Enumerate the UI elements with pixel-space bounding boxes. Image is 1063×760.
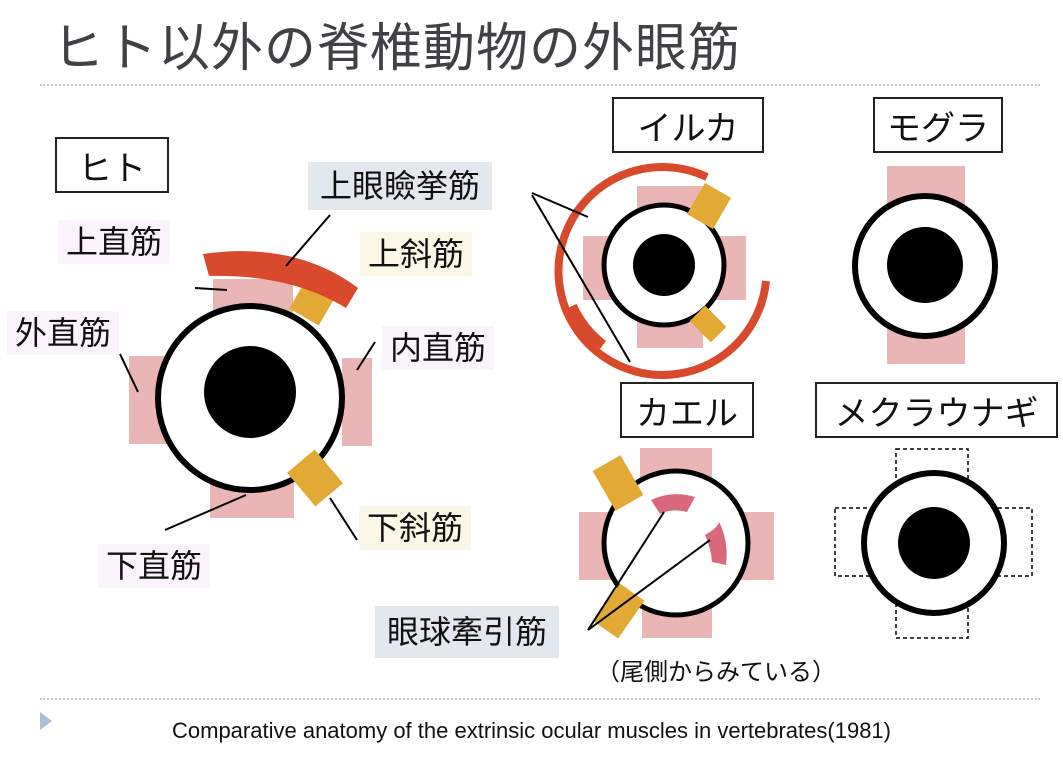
label-superior-oblique: 上斜筋 <box>360 232 473 276</box>
label-medial-rectus: 内直筋 <box>382 326 495 370</box>
panel-label-hagfish: メクラウナギ <box>815 382 1058 438</box>
label-inferior-oblique: 下斜筋 <box>359 506 472 550</box>
label-levator: 上眼瞼挙筋 <box>308 162 493 210</box>
dolphin-eye-figure <box>531 163 770 379</box>
mole-pupil <box>887 227 963 303</box>
frog-leader-lines <box>587 511 711 631</box>
hagfish-eye-figure <box>834 448 1033 639</box>
dolphin-leader-lines <box>531 192 631 363</box>
dolphin-inferior-oblique-muscle <box>689 305 727 343</box>
panel-label-dolphin: イルカ <box>612 97 764 153</box>
mole-eye-figure <box>852 166 998 364</box>
panel-label-human: ヒト <box>55 137 169 193</box>
frog-eye-figure <box>579 448 774 639</box>
dolphin-levator-muscle <box>554 163 770 379</box>
slide-title: ヒト以外の脊椎動物の外眼筋 <box>52 19 742 79</box>
source-caption: Comparative anatomy of the extrinsic ocu… <box>172 718 891 743</box>
panel-label-mole: モグラ <box>873 97 1003 153</box>
human-pupil <box>204 346 296 438</box>
human-inferior-oblique-muscle <box>287 449 343 507</box>
dolphin-superior-oblique-muscle <box>687 182 731 230</box>
human-eye-figure <box>119 214 376 541</box>
dolphin-levator-lower-muscle <box>567 303 607 349</box>
human-medial-rectus-muscle <box>342 358 372 446</box>
footer-divider <box>40 698 1040 700</box>
bullet-triangle-icon <box>40 712 52 730</box>
human-levator-muscle <box>203 251 358 308</box>
dolphin-pupil <box>633 234 695 296</box>
frog-eyeball <box>601 468 751 618</box>
label-inferior-rectus: 下直筋 <box>98 544 211 588</box>
human-leader-lines <box>119 214 376 541</box>
view-note: （尾側からみている） <box>596 658 836 686</box>
frog-superior-oblique-muscle <box>592 455 644 511</box>
label-superior-rectus: 上直筋 <box>58 220 171 264</box>
hagfish-pupil <box>898 507 970 579</box>
frog-retractor-right-muscle <box>705 520 727 565</box>
label-lateral-rectus: 外直筋 <box>7 311 120 355</box>
title-divider <box>40 84 1040 86</box>
frog-retractor-upper-muscle <box>651 494 695 514</box>
label-retractor: 眼球牽引筋 <box>375 606 560 658</box>
panel-label-frog: カエル <box>620 382 754 438</box>
